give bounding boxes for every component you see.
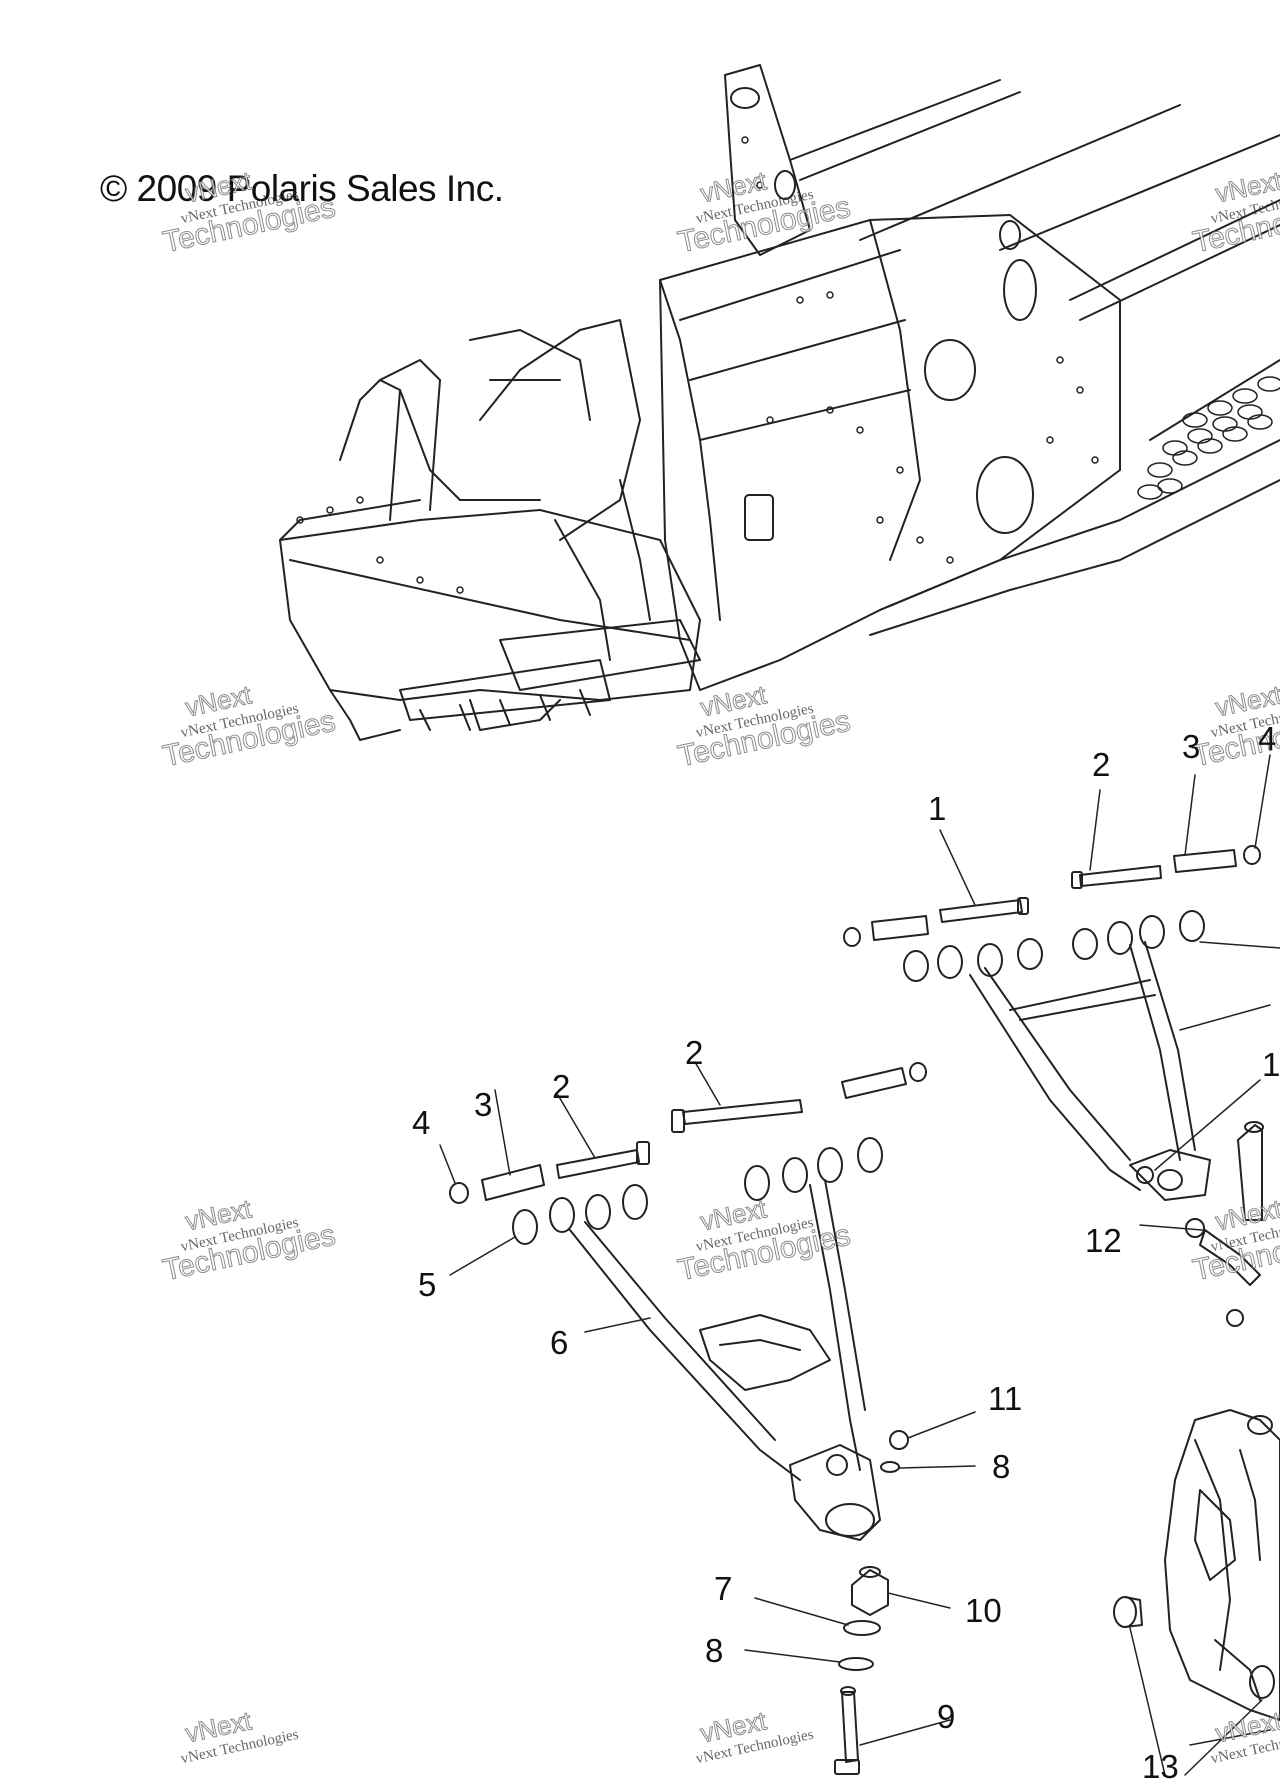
lower-a-arm-assembly (449, 1062, 927, 1775)
callout-3: 3 (1182, 728, 1201, 765)
callout-8: 8 (992, 1448, 1011, 1485)
callout-7: 7 (714, 1570, 733, 1607)
callout-9: 9 (937, 1698, 956, 1735)
callout-8: 8 (705, 1632, 724, 1669)
callout-12: 12 (1085, 1222, 1122, 1259)
copyright-notice: © 2009 Polaris Sales Inc. (100, 168, 504, 209)
callout-10: 10 (965, 1592, 1002, 1629)
callout-5: 5 (418, 1266, 437, 1303)
callout-2: 2 (552, 1068, 571, 1105)
callout-2: 2 (1092, 746, 1111, 783)
callout-1: 1 (1262, 1046, 1280, 1083)
spindle-assembly (1113, 1409, 1280, 1721)
leader-lines (439, 754, 1280, 1776)
upper-a-arm-assembly (843, 845, 1264, 1327)
callout-6: 6 (550, 1324, 569, 1361)
callout-3: 3 (474, 1086, 493, 1123)
callout-4: 4 (1258, 720, 1277, 757)
callout-4: 4 (412, 1104, 431, 1141)
callout-11: 11 (988, 1380, 1023, 1417)
callout-1: 1 (928, 790, 947, 827)
chassis-frame (279, 64, 1280, 741)
callout-13: 13 (1142, 1748, 1179, 1785)
callout-2: 2 (685, 1034, 704, 1071)
